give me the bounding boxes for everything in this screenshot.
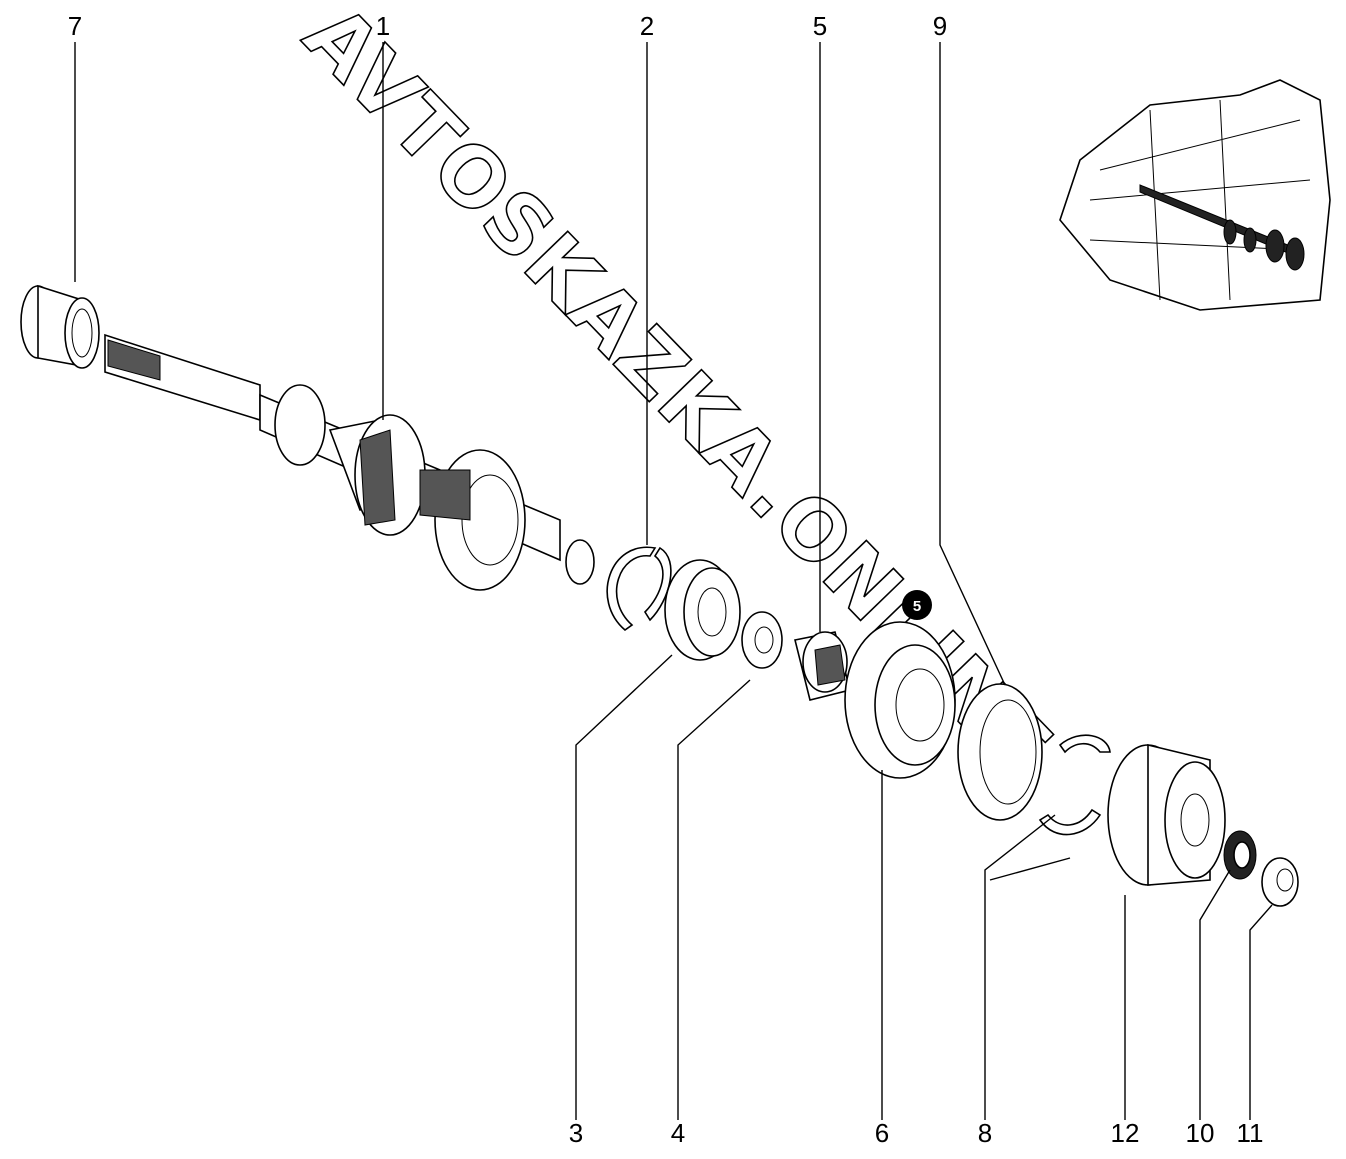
part-7-bush: [20, 284, 100, 369]
callout-6: 6: [875, 1118, 889, 1148]
part-4-washer: [741, 611, 783, 669]
callout-7: 7: [68, 11, 82, 41]
callout-4: 4: [671, 1118, 685, 1148]
part-9-sync-ring: [957, 683, 1043, 821]
callout-12: 12: [1111, 1118, 1140, 1148]
callout-2: 2: [640, 11, 654, 41]
callout-11: 11: [1237, 1118, 1264, 1148]
part-11-nut: [1261, 857, 1299, 907]
callout-3: 3: [569, 1118, 583, 1148]
callout-1: 1: [376, 11, 390, 41]
callout-labels: 7 1 2 5 9 3 4 6 8 12 10 11: [68, 11, 1264, 1148]
callout-5: 5: [813, 11, 827, 41]
svg-text:5: 5: [913, 598, 921, 615]
part-10-lock-washer: [1223, 830, 1257, 880]
callout-8: 8: [978, 1118, 992, 1148]
part-2-circlip: [606, 546, 672, 632]
badge-5: 5: [902, 590, 932, 620]
part-1-shaft: [104, 333, 595, 591]
part-12-hub: [1107, 743, 1226, 886]
callout-10: 10: [1186, 1118, 1215, 1148]
part-8-spring-halves: [1038, 734, 1111, 836]
part-6-gear: [844, 621, 956, 779]
part-3-bearing: [664, 559, 741, 661]
callout-9: 9: [933, 11, 947, 41]
leader-lines: [74, 42, 1273, 1120]
gearbox-thumbnail: [1059, 79, 1331, 311]
part-5-needle-bearing: [794, 631, 851, 701]
